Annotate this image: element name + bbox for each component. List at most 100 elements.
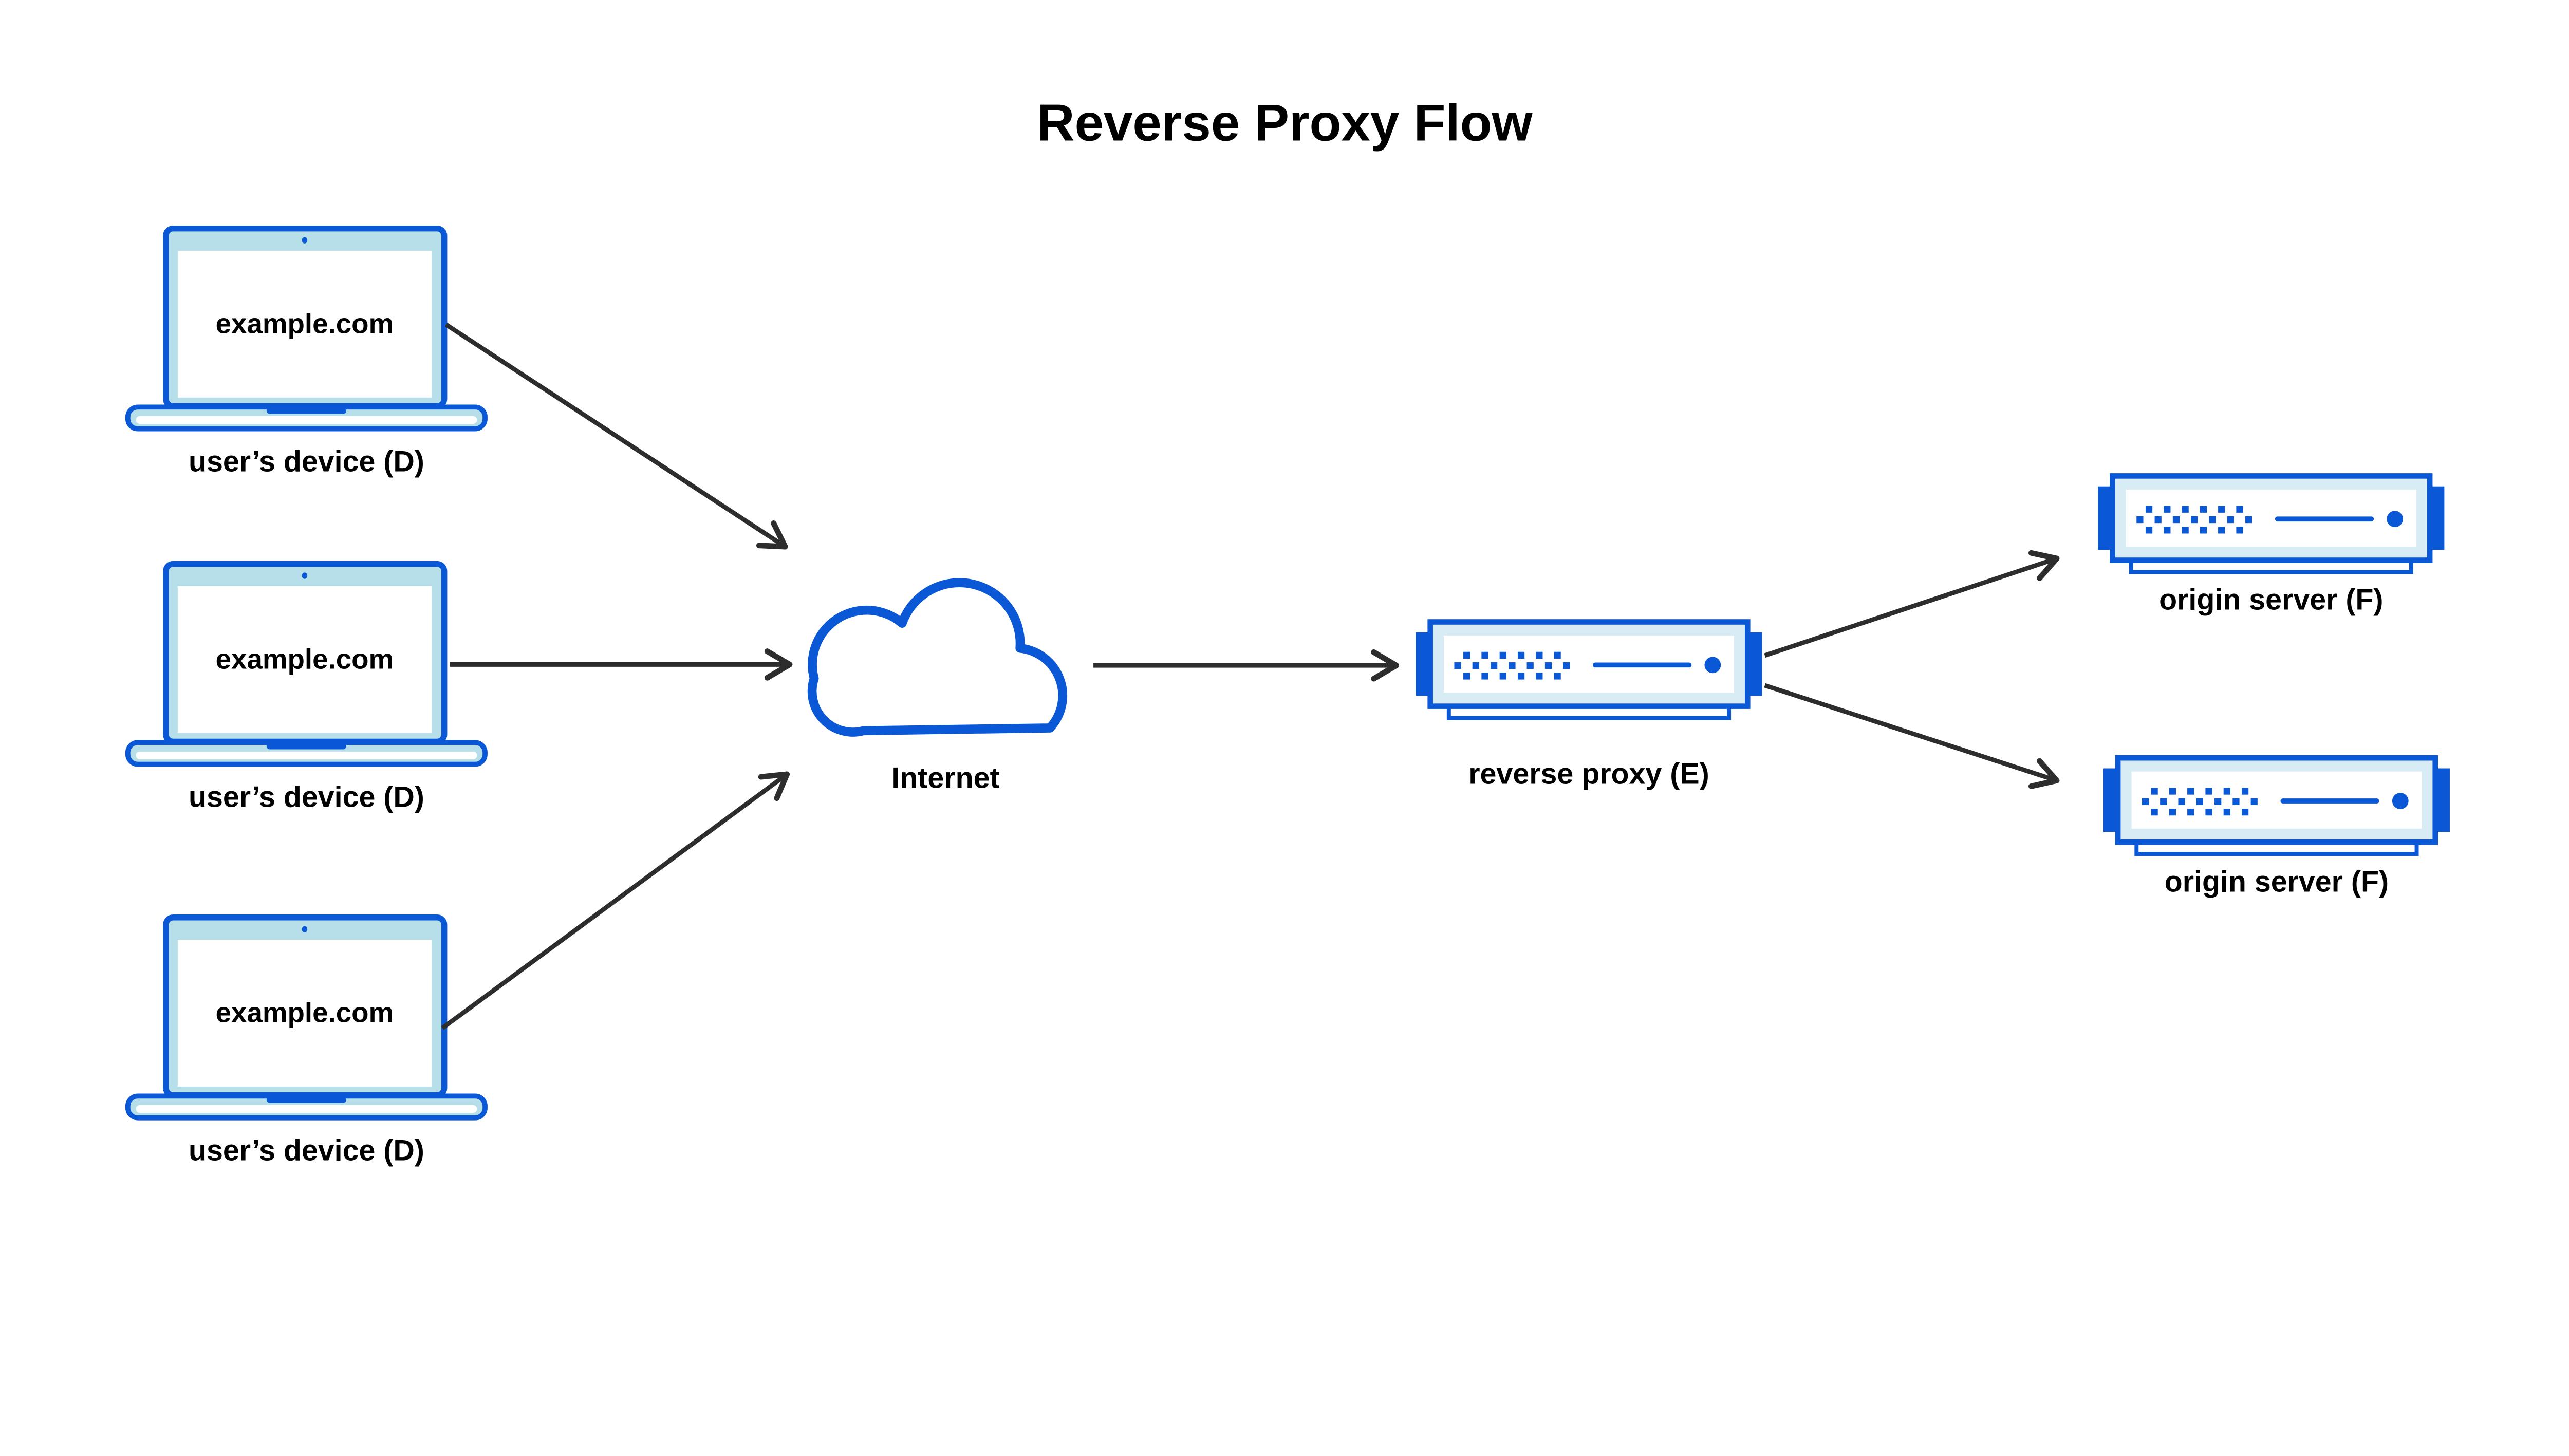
laptop-base-strip — [136, 751, 477, 759]
device-label: user’s device (D) — [189, 445, 424, 478]
vent-dot — [1463, 651, 1470, 659]
laptop-icon — [125, 914, 488, 1121]
vent-dot — [1544, 662, 1552, 669]
vent-dot — [2236, 527, 2243, 534]
vent-dot — [2187, 788, 2194, 795]
origin-server-label: origin server (F) — [2165, 865, 2389, 898]
vent-dot — [2245, 516, 2252, 524]
vent-dot — [1499, 651, 1506, 659]
internet-node: Internet — [807, 578, 1068, 794]
vent-dot — [2145, 527, 2153, 534]
vent-dot — [2196, 798, 2203, 805]
arrow-device3-to-internet — [441, 771, 790, 1030]
cloud-icon — [807, 578, 1068, 737]
vent-dot — [2187, 809, 2194, 816]
user-device-node-2: example.com user’s device (D) — [125, 561, 488, 813]
vent-dot — [2169, 788, 2176, 795]
laptop-screen — [177, 250, 432, 398]
laptop-camera-icon — [302, 572, 308, 579]
laptop-camera-icon — [302, 237, 308, 244]
server-power-led — [1704, 657, 1721, 674]
device-screen-text: example.com — [216, 997, 394, 1029]
vent-dot — [1491, 662, 1498, 669]
vent-dot — [1481, 651, 1488, 659]
server-icon — [1416, 619, 1762, 720]
laptop-base-strip — [136, 416, 477, 424]
vent-dot — [1526, 662, 1534, 669]
vent-dot — [1454, 662, 1461, 669]
server-icon — [2103, 755, 2450, 856]
vent-dot — [1517, 673, 1525, 680]
arrow-proxy-to-origin2 — [1764, 683, 2060, 789]
laptop-icon — [125, 225, 488, 432]
laptop-icon — [125, 561, 488, 767]
vent-dot — [2164, 527, 2171, 534]
vent-dot — [2205, 809, 2212, 816]
vent-dot — [2142, 798, 2149, 805]
internet-label: Internet — [891, 761, 999, 794]
vent-dot — [1554, 673, 1561, 680]
vent-dot — [1517, 651, 1525, 659]
laptop-base-strip — [136, 1105, 477, 1113]
vent-dot — [2227, 516, 2234, 524]
device-label: user’s device (D) — [189, 1134, 424, 1167]
origin-server-label: origin server (F) — [2159, 584, 2383, 617]
vent-dot — [2218, 527, 2225, 534]
vent-dot — [2214, 798, 2222, 805]
arrow-device1-to-internet — [444, 323, 788, 550]
vent-dot — [2218, 506, 2225, 513]
diagram-canvas: Reverse Proxy Flow example.com user’s de… — [125, 94, 2450, 1167]
vent-dot — [2164, 506, 2171, 513]
vent-dot — [2178, 798, 2185, 805]
vent-dot — [1499, 673, 1506, 680]
vent-dot — [2209, 516, 2216, 524]
vent-dot — [2151, 788, 2158, 795]
vent-dot — [2151, 809, 2158, 816]
vent-dot — [2154, 516, 2162, 524]
origin-server-node-2: origin server (F) — [2103, 755, 2450, 898]
laptop-notch — [266, 743, 347, 750]
vent-dot — [2232, 798, 2240, 805]
vent-dot — [2241, 788, 2249, 795]
server-vent-dots — [2142, 788, 2258, 816]
vent-dot — [2160, 798, 2167, 805]
arrow-proxy-to-origin1 — [1764, 550, 2060, 658]
laptop-screen — [177, 586, 432, 733]
user-device-node-3: example.com user’s device (D) — [125, 914, 488, 1167]
vent-dot — [2191, 516, 2198, 524]
server-power-led — [2392, 793, 2409, 809]
laptop-notch — [266, 407, 347, 414]
vent-dot — [1472, 662, 1479, 669]
user-device-node-1: example.com user’s device (D) — [125, 225, 488, 478]
vent-dot — [2236, 506, 2243, 513]
device-label: user’s device (D) — [189, 780, 424, 813]
laptop-notch — [266, 1096, 347, 1103]
vent-dot — [2200, 506, 2207, 513]
laptop-screen — [177, 940, 432, 1087]
vent-dot — [2169, 809, 2176, 816]
server-vent-dots — [2136, 506, 2252, 534]
vent-dot — [2145, 506, 2153, 513]
diagram-stage: Reverse Proxy Flow example.com user’s de… — [125, 93, 2450, 1167]
vent-dot — [2200, 527, 2207, 534]
vent-dot — [2250, 798, 2258, 805]
device-screen-text: example.com — [216, 307, 394, 339]
server-power-led — [2387, 511, 2404, 528]
reverse-proxy-node: reverse proxy (E) — [1416, 619, 1762, 790]
vent-dot — [2136, 516, 2144, 524]
vent-dot — [1463, 673, 1470, 680]
vent-dot — [1563, 662, 1570, 669]
server-vent-dots — [1454, 651, 1570, 680]
vent-dot — [2223, 788, 2230, 795]
vent-dot — [2241, 809, 2249, 816]
vent-dot — [2172, 516, 2180, 524]
vent-dot — [1536, 651, 1543, 659]
vent-dot — [2205, 788, 2212, 795]
vent-dot — [2182, 527, 2189, 534]
vent-dot — [2223, 809, 2230, 816]
diagram-title: Reverse Proxy Flow — [1037, 94, 1533, 152]
vent-dot — [1536, 673, 1543, 680]
origin-server-node-1: origin server (F) — [2098, 473, 2445, 617]
server-icon — [2098, 473, 2445, 574]
vent-dot — [1481, 673, 1488, 680]
